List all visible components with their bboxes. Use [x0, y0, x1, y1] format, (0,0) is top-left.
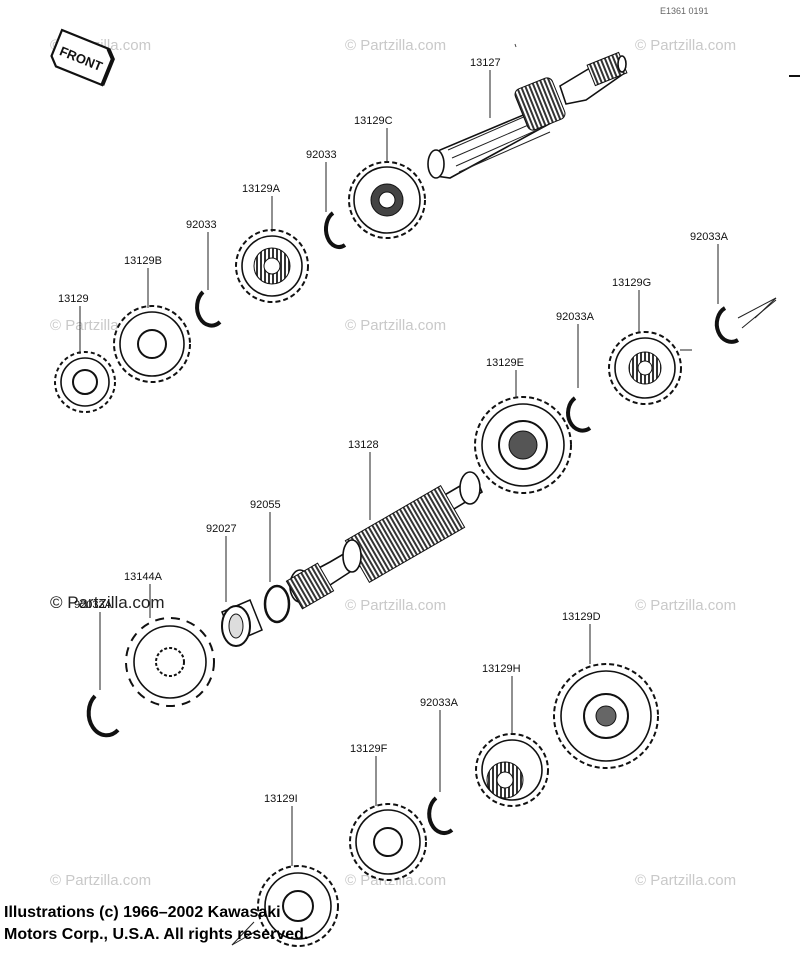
label-13129A[interactable]: 13129A [242, 183, 281, 195]
gear-13129C[interactable] [348, 161, 426, 239]
circlip-92033A-r2[interactable] [566, 396, 592, 433]
label-13127[interactable]: 13127 [470, 57, 501, 69]
shaft-13128[interactable] [285, 471, 484, 610]
label-92033A-bottom[interactable]: 92033A [420, 697, 459, 709]
shaft-13127[interactable] [427, 51, 628, 179]
watermark: © Partzilla.com [345, 37, 446, 54]
gear-13129H[interactable] [475, 733, 549, 807]
label-92055[interactable]: 92055 [250, 499, 281, 511]
collar-92027[interactable] [221, 599, 263, 647]
copyright-line-2: Motors Corp., U.S.A. All rights reserved… [4, 926, 309, 943]
gear-13129B[interactable] [113, 305, 191, 383]
label-13129H[interactable]: 13129H [482, 663, 521, 675]
watermark: © Partzilla.com [50, 872, 151, 889]
gear-13129I[interactable] [257, 865, 339, 947]
watermark: © Partzilla.com [345, 317, 446, 334]
label-13129D[interactable]: 13129D [562, 611, 601, 623]
copyright-line-1: Illustrations (c) 1966–2002 Kawasaki [4, 904, 281, 921]
label-13128[interactable]: 13128 [348, 439, 379, 451]
label-13129B[interactable]: 13129B [124, 255, 162, 267]
label-92033A-r2[interactable]: 92033A [556, 311, 595, 323]
circlip-92033-mid[interactable] [195, 290, 222, 328]
watermark: © Partzilla.com [345, 872, 446, 889]
label-92033A-left[interactable]: 92033A [74, 599, 113, 611]
diagram-code: E1361 0191 [660, 6, 709, 16]
label-13129F[interactable]: 13129F [350, 743, 388, 755]
gear-13129[interactable] [54, 351, 116, 413]
sprocket-13144A[interactable] [125, 617, 215, 707]
label-13129C[interactable]: 13129C [354, 115, 393, 127]
front-arrow-icon: FRONT [50, 28, 115, 87]
watermark: © Partzilla.com [635, 37, 736, 54]
label-13144A[interactable]: 13144A [124, 571, 163, 583]
watermarks: © Partzilla.com © Partzilla.com © Partzi… [50, 37, 736, 889]
label-13129I[interactable]: 13129I [264, 793, 298, 805]
watermark: © Partzilla.com [345, 597, 446, 614]
part-labels: 13127 13129C 92033 13129A 92033 13129B 1… [58, 57, 729, 805]
watermark-strong: © Partzilla.com [50, 593, 165, 612]
copyright-notice: Illustrations (c) 1966–2002 Kawasaki Mot… [4, 902, 308, 946]
circlip-92033A-left[interactable] [86, 694, 120, 738]
gear-13129A[interactable] [235, 229, 309, 303]
gear-13129E[interactable] [474, 396, 572, 494]
label-13129G[interactable]: 13129G [612, 277, 651, 289]
circlip-92033A-r1[interactable] [714, 306, 740, 344]
label-92033-top[interactable]: 92033 [306, 149, 337, 161]
label-13129[interactable]: 13129 [58, 293, 89, 305]
gear-13129G[interactable] [608, 331, 692, 405]
gear-13129D[interactable] [553, 663, 659, 769]
label-92033-mid[interactable]: 92033 [186, 219, 217, 231]
watermark: © Partzilla.com [635, 872, 736, 889]
label-13129E[interactable]: 13129E [486, 357, 524, 369]
label-92033A-r1[interactable]: 92033A [690, 231, 729, 243]
label-92027[interactable]: 92027 [206, 523, 237, 535]
watermark: © Partzilla.com [635, 597, 736, 614]
leader-lines [79, 70, 719, 866]
o-ring-92055[interactable] [263, 584, 291, 624]
circlip-92033-top[interactable] [323, 211, 347, 249]
gear-13129F[interactable] [349, 803, 427, 881]
circlip-92033A-bottom[interactable] [427, 796, 454, 836]
